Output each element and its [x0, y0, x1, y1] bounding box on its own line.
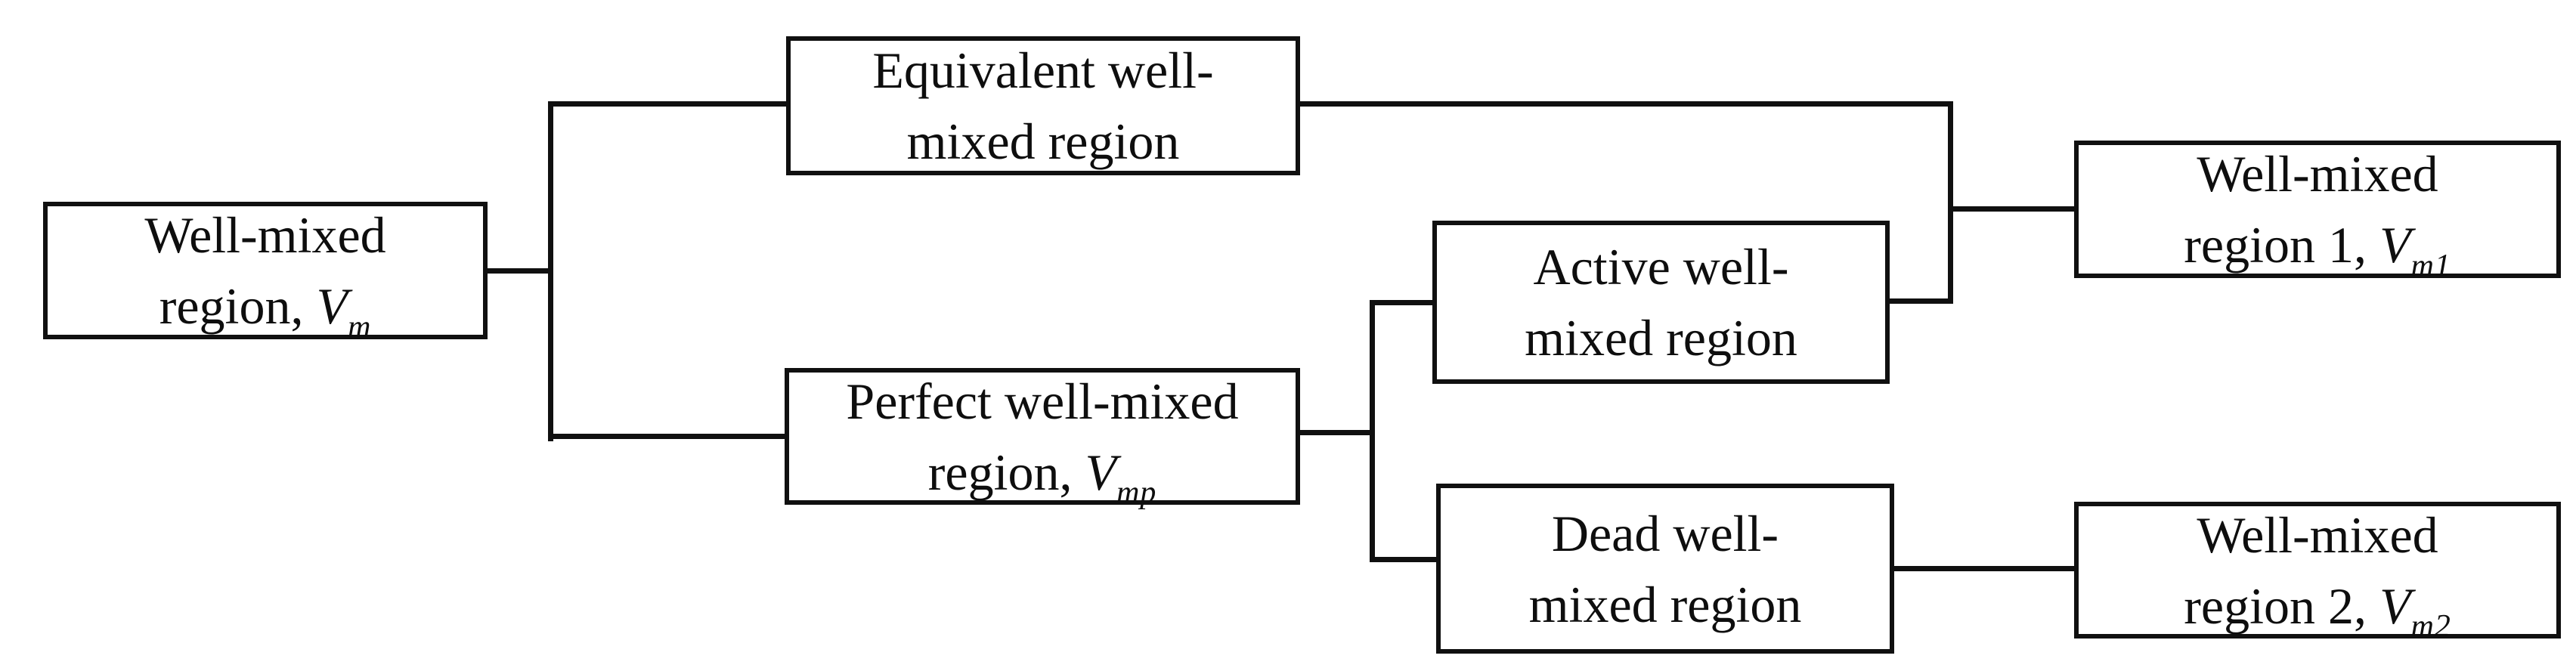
math-variable: V [2379, 216, 2411, 274]
node-label-line2: mixed region [1525, 309, 1797, 366]
node-label-line1: Perfect well-mixed [846, 372, 1239, 430]
connector-merge-to-vm1 [1948, 206, 2078, 212]
connector-root-to-perfect [548, 434, 788, 439]
connector-dead-to-vm2 [1890, 566, 2078, 571]
connector-perfect-split-vertical [1370, 300, 1375, 562]
node-active-well-mixed-region: Active well- mixed region [1432, 221, 1890, 384]
connector-root-stub [484, 268, 553, 274]
node-well-mixed-region-1-vm1: Well-mixed region 1, Vm1 [2074, 141, 2561, 283]
node-label-line1: Equivalent well- [872, 42, 1214, 99]
node-well-mixed-region-2-vm2: Well-mixed region 2, Vm2 [2074, 502, 2561, 645]
connector-root-split-vertical [548, 101, 553, 441]
node-label-line1: Well-mixed [2197, 506, 2438, 564]
connector-merge-vertical [1948, 101, 1953, 304]
math-variable: V [1085, 443, 1117, 501]
node-well-mixed-region-vm: Well-mixed region, Vm [43, 202, 488, 345]
node-label-line1: Active well- [1533, 238, 1789, 295]
node-label-line2: region 1, Vm1 [2184, 216, 2451, 283]
math-variable: V [2379, 577, 2411, 635]
node-label-line2: mixed region [906, 113, 1180, 170]
math-subscript: m [347, 308, 372, 345]
node-label-line2: mixed region [1528, 575, 1802, 633]
node-label-line1: Dead well- [1551, 504, 1779, 562]
node-label-line1: Well-mixed [2197, 145, 2438, 203]
connector-perfect-to-active [1370, 300, 1436, 305]
node-label-line1: Well-mixed [144, 206, 386, 264]
connector-equivalent-to-merge [1296, 101, 1953, 107]
node-dead-well-mixed-region: Dead well- mixed region [1436, 484, 1894, 654]
node-label-line2: region 2, Vm2 [2184, 577, 2451, 645]
node-equivalent-well-mixed-region: Equivalent well- mixed region [786, 36, 1300, 175]
node-label-line2: region, Vmp [927, 443, 1157, 511]
node-perfect-well-mixed-region-vmp: Perfect well-mixed region, Vmp [785, 368, 1300, 511]
math-subscript: mp [1116, 475, 1157, 511]
math-variable: V [316, 277, 348, 335]
math-subscript: m1 [2410, 247, 2451, 283]
connector-perfect-stub [1296, 430, 1375, 435]
node-label-line2: region, Vm [159, 277, 372, 345]
connector-active-to-merge [1886, 298, 1953, 304]
math-subscript: m2 [2410, 608, 2451, 645]
connector-root-to-equivalent [548, 101, 790, 107]
connector-perfect-to-dead [1370, 557, 1440, 562]
